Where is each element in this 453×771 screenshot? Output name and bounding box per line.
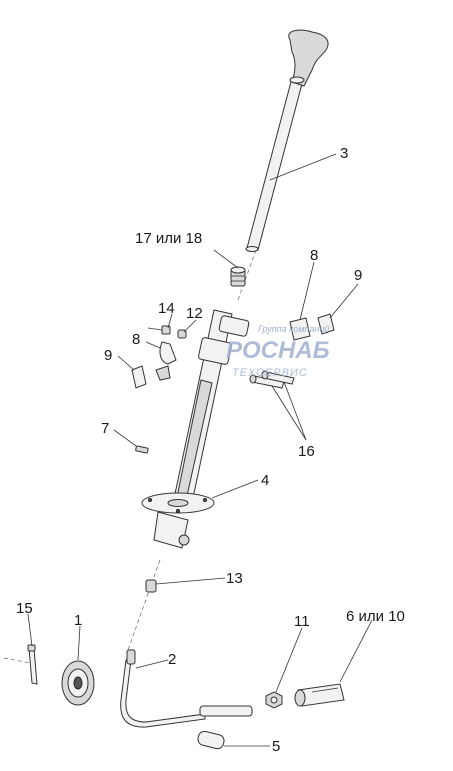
- label-5: 5: [272, 738, 280, 755]
- watermark-line1: Группа компаний: [258, 324, 329, 334]
- part-11-nut: [265, 691, 283, 709]
- callout-labels: 3 17 или 18 8 9 14 12 8 9 16 7 4 13 15 1…: [16, 145, 405, 755]
- label-14: 14: [158, 300, 175, 317]
- label-11: 11: [294, 613, 310, 630]
- part-9-right-clip: [317, 313, 335, 335]
- watermark-line2: РОСНАБ: [226, 337, 330, 364]
- watermark-line3: ТЕХСЕРВИС: [232, 367, 308, 379]
- part-13-sleeve: [145, 579, 157, 593]
- label-9-right: 9: [354, 267, 362, 284]
- part-17-18-bushing: [230, 266, 246, 287]
- part-4-column: [141, 309, 250, 549]
- part-6-10-fork: [294, 683, 345, 707]
- label-3: 3: [340, 145, 348, 162]
- label-12: 12: [186, 305, 203, 322]
- leader-lines: [27, 153, 373, 747]
- part-3-handle-rod: [245, 29, 329, 252]
- label-13: 13: [226, 570, 243, 587]
- label-16: 16: [298, 443, 315, 460]
- label-17-or-18: 17 или 18: [135, 230, 202, 247]
- label-8-left: 8: [132, 331, 140, 348]
- label-8-right: 8: [310, 247, 318, 264]
- part-1-wheel: [61, 660, 95, 706]
- part-5-cap: [197, 730, 225, 750]
- label-9-left: 9: [104, 347, 112, 364]
- watermark: Группа компаний РОСНАБ ТЕХСЕРВИС: [226, 324, 330, 379]
- axis-line-lower: [127, 559, 161, 651]
- part-16-pins: [249, 370, 295, 389]
- axis-line-upper: [237, 249, 257, 301]
- part-14-bolt: [147, 325, 171, 335]
- part-15-bolt: [3, 644, 38, 685]
- label-7: 7: [101, 420, 109, 437]
- part-8-left-bracket: [159, 341, 177, 365]
- label-4: 4: [261, 472, 269, 489]
- label-2: 2: [168, 651, 176, 668]
- label-15: 15: [16, 600, 33, 617]
- part-9-left-clip: [131, 365, 171, 389]
- part-8-right-bracket: [289, 317, 311, 341]
- part-7-pin: [135, 445, 149, 454]
- label-1: 1: [74, 612, 82, 629]
- part-2-bent-rod: [120, 649, 253, 728]
- label-6-or-10: 6 или 10: [346, 608, 405, 625]
